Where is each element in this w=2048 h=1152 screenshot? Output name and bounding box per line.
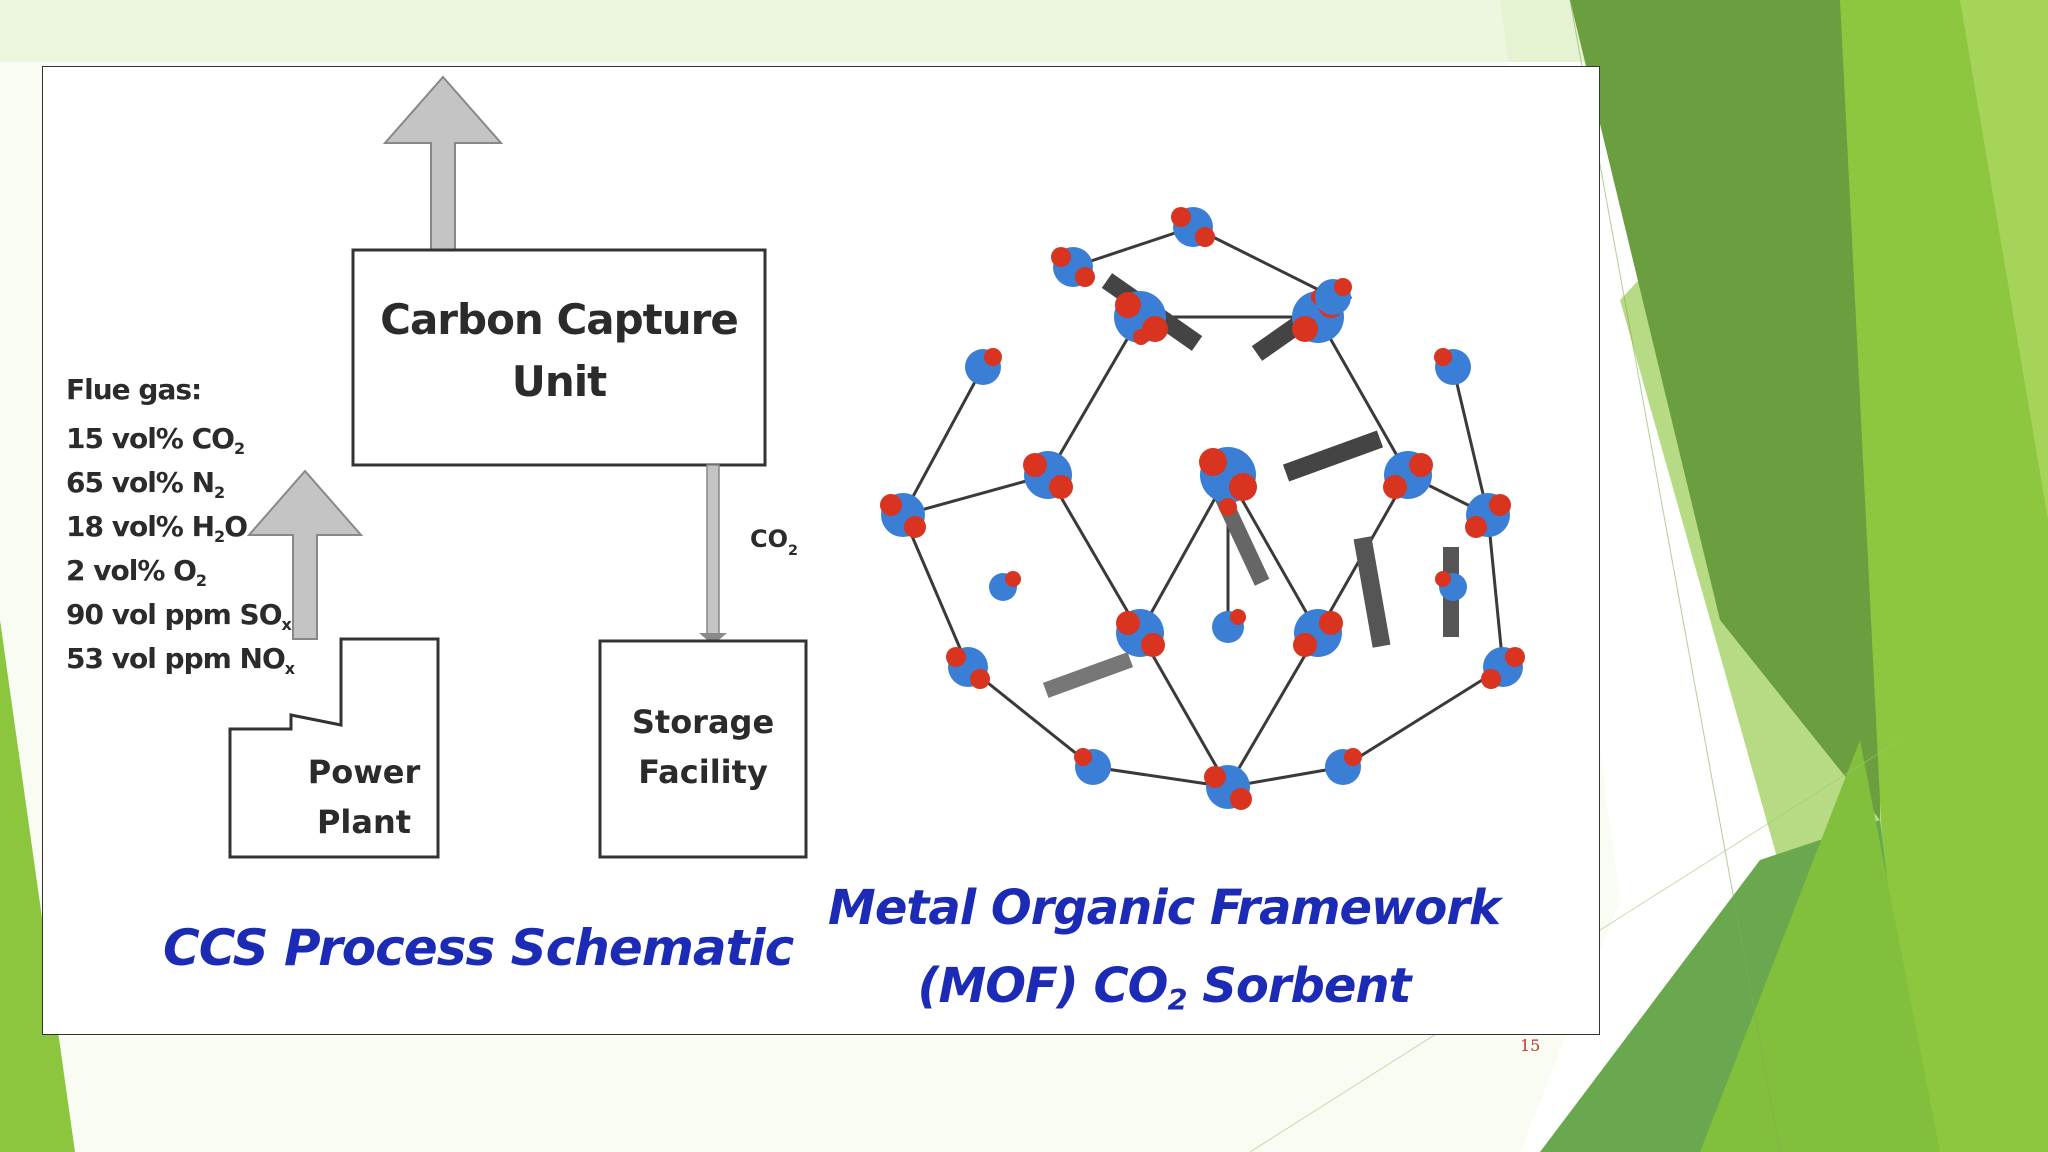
power-plant-label: Power Plant bbox=[291, 747, 437, 847]
mof-cluster bbox=[1204, 765, 1252, 810]
mof-atom-clusters bbox=[880, 207, 1525, 810]
right-bright-shape bbox=[1840, 0, 2048, 1152]
flue-gas-line-main: 18 vol% H bbox=[66, 510, 215, 543]
mof-cluster bbox=[880, 493, 926, 538]
corner-highlight-shape bbox=[1960, 0, 2048, 520]
flue-gas-line-tail: O bbox=[224, 510, 248, 543]
mof-linkers bbox=[901, 225, 1505, 789]
mof-cluster bbox=[1434, 348, 1471, 385]
co2-flow-label-sub: 2 bbox=[788, 543, 799, 559]
mof-cluster bbox=[1114, 291, 1168, 345]
mof-caption-line2-post: Sorbent bbox=[1186, 958, 1411, 1014]
power-plant-shape bbox=[228, 637, 440, 859]
ccs-caption: CCS Process Schematic bbox=[163, 919, 794, 977]
flue-gas-line: 90 vol ppm SOx bbox=[66, 593, 294, 637]
carbon-capture-label: Carbon Capture Unit bbox=[353, 289, 765, 413]
carbon-capture-label-line1: Carbon Capture bbox=[380, 295, 739, 344]
flue-gas-line-subscript: x bbox=[281, 615, 292, 634]
flue-gas-line: 65 vol% N2 bbox=[66, 461, 294, 505]
flue-gas-line: 18 vol% H2O bbox=[66, 505, 294, 549]
slide-page-number: 15 bbox=[1520, 1036, 1541, 1055]
flue-gas-line-main: 90 vol ppm SO bbox=[66, 598, 283, 631]
mof-cluster bbox=[1074, 748, 1111, 785]
mof-cluster bbox=[1199, 447, 1257, 516]
mof-cluster bbox=[1325, 748, 1362, 785]
flue-gas-line-main: 53 vol ppm NO bbox=[66, 642, 286, 675]
carbon-capture-label-line2: Unit bbox=[511, 357, 607, 406]
flue-gas-line: 53 vol ppm NOx bbox=[66, 637, 295, 681]
mof-cluster bbox=[946, 647, 990, 689]
exhaust-arrow bbox=[382, 75, 504, 251]
mof-cluster bbox=[1023, 451, 1073, 499]
flue-gas-line-subscript: 2 bbox=[214, 527, 225, 546]
flue-gas-line-subscript: 2 bbox=[214, 483, 225, 502]
mof-structure bbox=[880, 207, 1525, 810]
flue-gas-line: 2 vol% O2 bbox=[66, 549, 294, 593]
mof-cluster bbox=[1481, 647, 1525, 689]
mof-cluster bbox=[1116, 609, 1165, 657]
flue-gas-heading: Flue gas: bbox=[66, 373, 202, 406]
mof-cluster bbox=[1293, 609, 1343, 657]
decor-line bbox=[1569, 0, 1781, 1152]
mof-cluster bbox=[1171, 207, 1215, 247]
mof-caption: Metal Organic Framework (MOF) CO2 Sorben… bbox=[819, 869, 1509, 1039]
flue-gas-line-main: 65 vol% N bbox=[66, 466, 215, 499]
storage-label-line1: Storage bbox=[631, 703, 775, 741]
flue-gas-line-subscript: x bbox=[284, 659, 295, 678]
bottom-mid-shape bbox=[1700, 740, 1940, 1152]
mof-caption-line2-sub: 2 bbox=[1167, 983, 1187, 1017]
mof-cluster bbox=[965, 348, 1002, 385]
flue-gas-arrow bbox=[246, 469, 364, 640]
mof-cluster bbox=[1212, 609, 1246, 643]
mof-cluster bbox=[1465, 493, 1511, 538]
mof-cluster bbox=[989, 571, 1021, 601]
mof-caption-line2-pre: (MOF) CO bbox=[917, 958, 1169, 1014]
mof-caption-line2: (MOF) CO2 Sorbent bbox=[819, 947, 1509, 1039]
storage-facility-label: Storage Facility bbox=[600, 697, 806, 797]
right-dark-shape bbox=[1570, 0, 1880, 820]
co2-pipe bbox=[706, 464, 720, 636]
diagram-canvas bbox=[228, 75, 1525, 859]
flue-gas-line-main: 2 vol% O bbox=[66, 554, 197, 587]
co2-pipe-arrowhead bbox=[699, 633, 727, 645]
flue-gas-line: 15 vol% CO2 bbox=[66, 417, 294, 461]
flue-gas-line-main: 15 vol% CO bbox=[66, 422, 235, 455]
flue-gas-line-subscript: 2 bbox=[195, 571, 207, 590]
co2-flow-label-main: CO bbox=[750, 525, 789, 553]
power-plant-label-line2: Plant bbox=[316, 803, 412, 841]
mof-cluster bbox=[1435, 571, 1467, 601]
co2-flow-label: CO2 bbox=[750, 525, 798, 559]
carbon-capture-box bbox=[351, 248, 767, 467]
storage-label-line2: Facility bbox=[638, 753, 768, 791]
power-plant-label-line1: Power bbox=[307, 753, 421, 791]
mof-cluster bbox=[1051, 247, 1095, 287]
flue-gas-line-subscript: 2 bbox=[233, 439, 245, 458]
mof-cluster bbox=[1315, 278, 1352, 315]
mof-caption-line1: Metal Organic Framework bbox=[828, 880, 1501, 936]
storage-box bbox=[598, 639, 808, 859]
mof-cluster bbox=[1383, 451, 1433, 499]
